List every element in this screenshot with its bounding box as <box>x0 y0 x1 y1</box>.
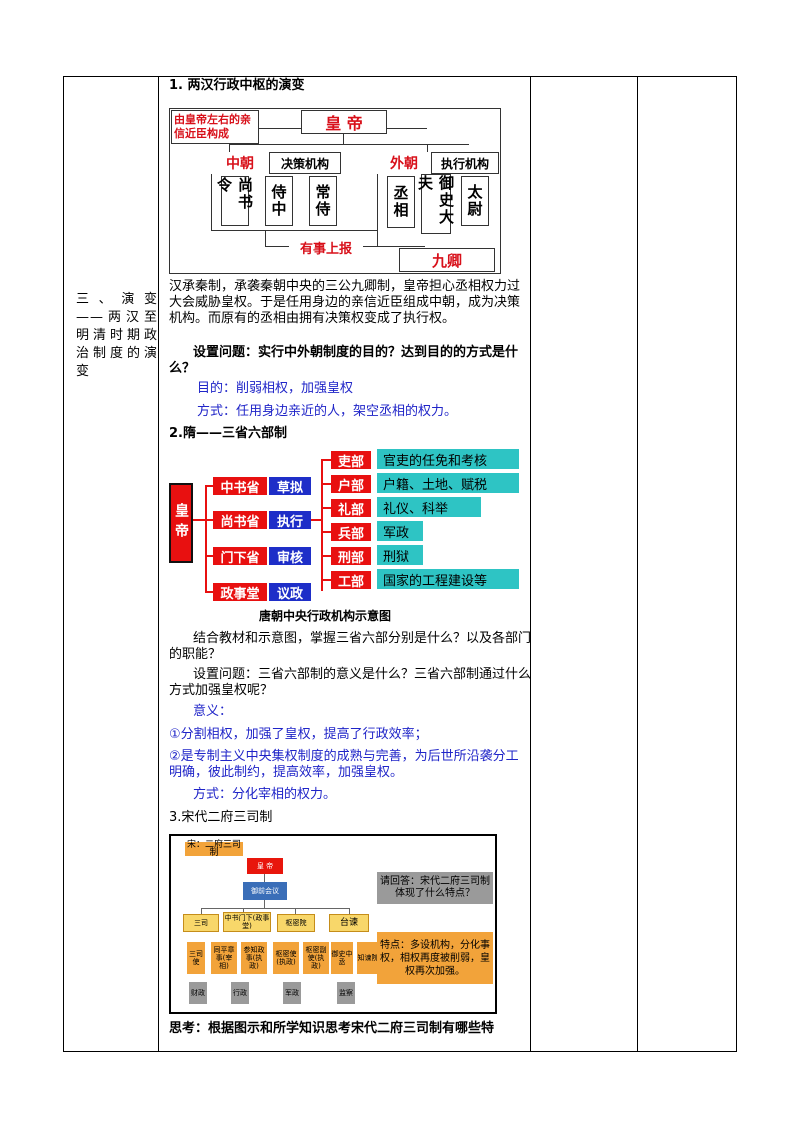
shangshu-box: 尚书省 <box>213 511 267 530</box>
ministry-works: 工部 <box>331 571 371 590</box>
meaning-label: 意义： <box>193 704 233 719</box>
method: 方式：分化宰相的权力。 <box>193 787 337 802</box>
ministry-justice: 刑部 <box>331 547 371 566</box>
meaning-2: ②是专制主义中央集权制度的成熟与完善，为后世所沿袭分工明确，彼此制约，提高效率，… <box>169 749 519 780</box>
section-title: 3.宋代二府三司制 <box>169 810 273 825</box>
han-court-diagram: 由皇帝左右的亲信近臣构成 皇 帝 中朝 决策机构 外朝 执行机构 尚书令 侍中 … <box>169 108 501 274</box>
report-label: 有事上报 <box>289 238 363 257</box>
nine-ministers-box: 九卿 <box>399 248 495 272</box>
sub-shumishi: 枢密使(执政) <box>273 942 299 974</box>
meaning-1: ①分割相权，加强了皇权，提高了行政效率； <box>169 727 428 742</box>
emperor-box: 皇 帝 <box>301 110 387 134</box>
unit-taijian: 台谏 <box>329 914 369 932</box>
purpose: 目的：削弱相权，加强皇权 <box>197 381 354 396</box>
zhengshitang-box: 政事堂 <box>213 583 267 602</box>
council-box: 御前会议 <box>243 882 287 900</box>
ministry-war: 兵部 <box>331 523 371 542</box>
post-taiwei: 太尉 <box>461 176 489 226</box>
diagram-header: 宋：二府三司制 <box>185 840 243 858</box>
unit-zhongshu: 中书门下(政事堂) <box>223 912 271 932</box>
paragraph: 结合教材和示意图，掌握三省六部分别是什么？以及各部门的职能？ <box>169 631 532 662</box>
lesson-table: 三、演变——两汉至明清时期政治制度的演变 1. 两汉行政中枢的演变 由皇帝左右的… <box>63 76 737 1052</box>
ministry-li-duty: 官吏的任免和考核 <box>377 449 519 469</box>
ministry-hu-duty: 户籍、土地、赋税 <box>377 473 519 493</box>
section-heading: 三、演变——两汉至明清时期政治制度的演变 <box>76 292 158 379</box>
ministry-li: 吏部 <box>331 451 371 470</box>
method: 方式：任用身边亲近的人，架空丞相的权力。 <box>197 404 458 419</box>
question-box: 请回答：宋代二府三司制体现了什么特点？ <box>377 872 493 904</box>
ministry-works-duty: 国家的工程建设等 <box>377 569 519 589</box>
bottom-administration: 行政 <box>231 982 249 1004</box>
ministry-war-duty: 军政 <box>377 521 423 541</box>
think-question: 思考：根据图示和所学知识思考宋代二府三司制有哪些特 <box>169 1021 495 1036</box>
section-title: 2.隋——三省六部制 <box>169 426 287 441</box>
song-system-diagram: 宋：二府三司制 皇 帝 御前会议 三司 中书门下(政事堂) 枢密院 台谏 三司使… <box>169 834 497 1014</box>
bottom-military: 军政 <box>283 982 301 1004</box>
diagram-caption: 唐朝中央行政机构示意图 <box>259 609 392 623</box>
menxia-box: 门下省 <box>213 547 267 566</box>
zhongshu-box: 中书省 <box>213 477 267 496</box>
sub-zhijianyuan: 知谏院 <box>357 942 379 974</box>
post-shizhong: 侍中 <box>265 176 293 226</box>
paragraph: 设置问题：三省六部制的意义是什么？三省六部制通过什么方式加强皇权呢？ <box>169 667 532 698</box>
column-divider <box>637 77 638 1051</box>
shangshu-duty: 执行 <box>269 511 311 530</box>
note-box: 由皇帝左右的亲信近臣构成 <box>171 110 259 144</box>
sub-shumifushi: 枢密副使(执政) <box>303 942 329 974</box>
outer-court-label: 外朝 <box>390 156 418 172</box>
unit-sansi: 三司 <box>183 914 219 932</box>
execution-label: 执行机构 <box>431 152 499 174</box>
menxia-duty: 审核 <box>269 547 311 566</box>
zhengshitang-duty: 议政 <box>269 583 311 602</box>
sub-sansishi: 三司使 <box>187 942 205 974</box>
bottom-finance: 财政 <box>189 982 207 1004</box>
unit-shumiyuan: 枢密院 <box>277 914 315 932</box>
zhongshu-duty: 草拟 <box>269 477 311 496</box>
paragraph: 汉承秦制，承袭秦朝中央的三公九卿制，皇帝担心丞相权力过大会威胁皇权。于是任用身边… <box>169 279 521 326</box>
answer-box: 特点：多设机构，分化事权，相权再度被削弱，皇权再次加强。 <box>377 932 493 984</box>
sub-yushizhongcheng: 御史中丞 <box>331 942 353 974</box>
three-departments-diagram: 皇帝 中书省 草拟 尚书省 执行 门下省 审核 政事堂 议政 吏部 官吏的任免 <box>169 447 529 602</box>
sub-canzhizhengshi: 参知政事(执政) <box>241 942 267 974</box>
column-divider <box>158 77 159 1051</box>
question: 设置问题：实行中外朝制度的目的？达到目的的方式是什么？ <box>169 345 519 376</box>
emperor-box: 皇 帝 <box>247 858 283 874</box>
post-yushidaifu: 御史大夫 <box>416 174 455 234</box>
inner-court-label: 中朝 <box>226 156 254 172</box>
section-title: 1. 两汉行政中枢的演变 <box>169 78 305 93</box>
sub-tongpingzhangshi: 同平章事(宰相) <box>211 942 237 974</box>
bottom-supervision: 监察 <box>337 982 355 1004</box>
ministry-hu: 户部 <box>331 475 371 494</box>
post-shangshuling: 尚书令 <box>215 176 254 226</box>
post-changshi: 常侍 <box>309 176 337 226</box>
decision-label: 决策机构 <box>269 152 341 174</box>
emperor-box: 皇帝 <box>169 483 193 563</box>
post-chengxiang: 丞相 <box>387 176 415 228</box>
ministry-rites-duty: 礼仪、科举 <box>377 497 481 517</box>
ministry-rites: 礼部 <box>331 499 371 518</box>
ministry-justice-duty: 刑狱 <box>377 545 423 565</box>
column-divider <box>530 77 531 1051</box>
